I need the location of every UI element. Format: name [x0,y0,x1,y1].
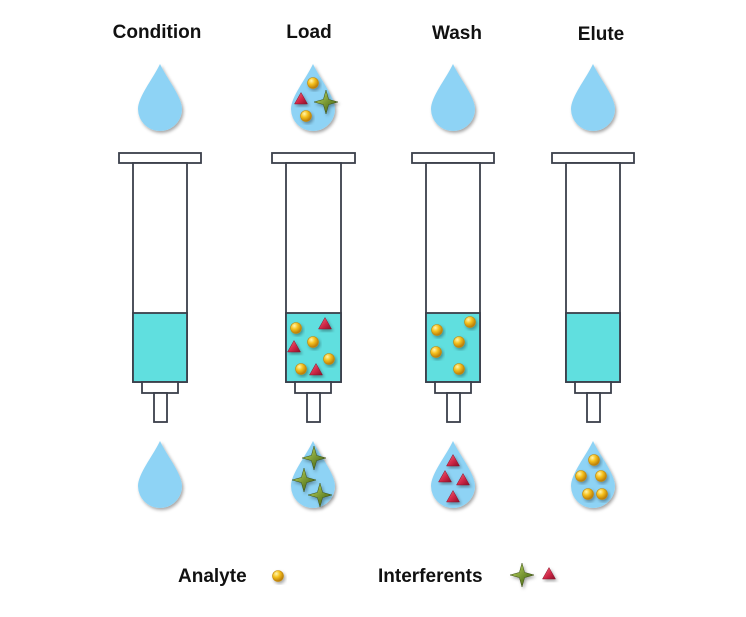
interferent-triangle-particle [438,469,452,483]
analyte-particle [453,336,465,348]
analyte-particle [575,470,587,482]
gold-sphere-icon [272,570,284,582]
analyte-particle [307,336,319,348]
analyte-particle [300,110,312,122]
cartridge-tip [306,392,321,423]
solvent-drop-top [431,64,475,131]
interferent-triangle-particle [287,339,301,353]
solvent-drop-top [571,64,615,131]
step-label-load: Load [286,22,331,43]
analyte-particle [595,470,607,482]
analyte-particle [290,322,302,334]
legend-triangle-shape [542,566,556,580]
eluate-drop-bottom [431,441,475,508]
interferent-triangle-particle [309,362,323,376]
cartridge-tip [153,392,168,423]
column-condition [118,64,202,508]
interferent-triangle-particle [446,489,460,503]
cartridge-flange [271,152,356,164]
analyte-particle [323,353,335,365]
interferent-star-particle [291,467,317,493]
cartridge-connector [434,381,472,394]
analyte-particle [431,324,443,336]
cartridge-flange [411,152,495,164]
spe-cartridge [551,152,635,423]
drop-top-shape [571,64,615,131]
interferent-triangle-particle [446,453,460,467]
step-label-condition: Condition [113,22,202,43]
step-label-wash: Wash [432,23,482,44]
drop-top-shape [138,64,182,131]
cartridge-flange [118,152,202,164]
spe-cartridge [118,152,202,423]
drop-top-shape [291,64,335,131]
cartridge-connector [141,381,179,394]
cartridge-flange [551,152,635,164]
cartridge-tip [586,392,601,423]
analyte-particle [430,346,442,358]
column-load [271,64,356,508]
column-elute [551,64,635,508]
interferent-star-particle [307,482,333,508]
solvent-drop-top [291,64,339,131]
green-star-icon [509,562,535,588]
sorbent-bed [132,312,188,383]
drop-bottom-shape [291,441,335,508]
analyte-particle [453,363,465,375]
analyte-particle [582,488,594,500]
drop-top-shape [431,64,475,131]
interferent-triangle-particle [294,91,308,105]
analyte-particle [596,488,608,500]
step-label-elute: Elute [578,24,624,45]
analyte-particle [588,454,600,466]
analyte-particle [307,77,319,89]
legend-analyte-sphere [272,570,284,582]
cartridge-connector [294,381,332,394]
solvent-drop-top [138,64,182,131]
interferent-triangle-particle [456,472,470,486]
legend-star-shape [509,562,535,588]
drop-bottom-shape [431,441,475,508]
column-wash [411,64,495,508]
cartridge-connector [574,381,612,394]
analyte-particle [295,363,307,375]
spe-cartridge [411,152,495,423]
cartridge-tip [446,392,461,423]
eluate-drop-bottom [138,441,182,508]
interferent-star-particle [301,445,327,471]
spe-cartridge [271,152,356,423]
legend-analyte-label: Analyte [178,566,247,587]
drop-bottom-shape [138,441,182,508]
legend-interferents-label: Interferents [378,566,483,587]
analyte-particle [464,316,476,328]
interferent-star-particle [313,89,339,115]
eluate-drop-bottom [571,441,615,508]
eluate-drop-bottom [291,441,335,508]
interferent-triangle-particle [318,316,332,330]
red-triangle-icon [542,566,556,580]
sorbent-bed [565,312,621,383]
